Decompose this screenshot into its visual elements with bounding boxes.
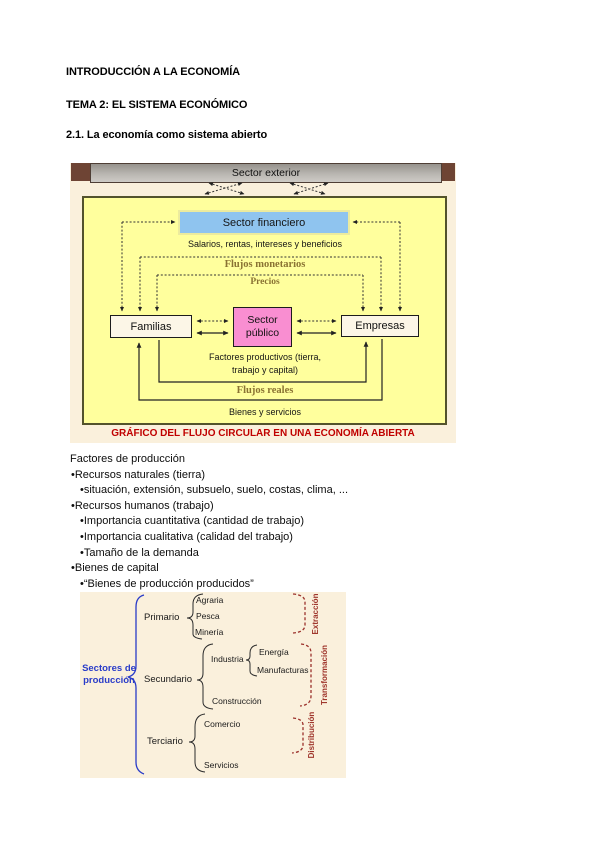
- servicios-label: Servicios: [204, 760, 239, 770]
- comercio-label: Comercio: [204, 719, 241, 729]
- list-item: Recursos naturales (tierra): [71, 468, 510, 484]
- label-flujos-monetarios: Flujos monetarios: [224, 259, 306, 270]
- label-factores-line2: trabajo y capital): [231, 365, 299, 375]
- list-item: Recursos humanos (trabajo): [71, 499, 510, 515]
- label-flujos-reales: Flujos reales: [236, 385, 294, 396]
- braces-and-brackets: [127, 593, 312, 775]
- sector-publico-box: Sector público: [233, 307, 292, 347]
- energia-label: Energía: [259, 647, 289, 657]
- list-title: Factores de producción: [70, 453, 185, 465]
- list-item: situación, extensión, subsuelo, suelo, c…: [80, 483, 510, 499]
- distribucion-label: Distribución: [307, 711, 316, 759]
- construccion-label: Construcción: [212, 696, 262, 706]
- label-precios: Precios: [250, 277, 280, 287]
- frame-right-accent: [442, 163, 455, 181]
- frame-left-accent: [71, 163, 90, 181]
- flow-diagram: Sector exterior: [70, 163, 456, 443]
- mineria-label: Minería: [195, 627, 224, 637]
- terciario-label: Terciario: [147, 736, 183, 747]
- label-factores-line1: Factores productivos (tierra,: [208, 352, 322, 362]
- label-factores-productivos: Factores productivos (tierra, trabajo y …: [130, 351, 400, 377]
- list-item: Tamaño de la demanda: [80, 546, 510, 562]
- label-salarios: Salarios, rentas, intereses y beneficios: [187, 239, 343, 249]
- transformacion-label: Transformación: [320, 645, 329, 706]
- sector-publico-label-2: público: [245, 327, 280, 339]
- doc-section: 2.1. La economía como sistema abierto: [66, 129, 268, 141]
- manufacturas-label: Manufacturas: [257, 665, 309, 675]
- sector-exterior-label: Sector exterior: [231, 167, 301, 179]
- doc-subtitle: TEMA 2: EL SISTEMA ECONÓMICO: [66, 99, 248, 111]
- sector-exterior-bar: Sector exterior: [90, 163, 442, 183]
- agraria-label: Agraria: [196, 595, 224, 605]
- figure-caption: GRÁFICO DEL FLUJO CIRCULAR EN UNA ECONOM…: [111, 428, 415, 439]
- familias-box: Familias: [110, 315, 192, 338]
- flow-arrows: [120, 182, 402, 401]
- factores-list: Factores de producción Recursos naturale…: [70, 452, 510, 592]
- empresas-box: Empresas: [341, 315, 419, 337]
- doc-title: INTRODUCCIÓN A LA ECONOMÍA: [66, 66, 241, 78]
- sectores-label-line2: producción: [83, 675, 135, 686]
- sector-publico-label-1: Sector: [247, 314, 278, 326]
- empresas-label: Empresas: [355, 320, 405, 332]
- secundario-label: Secundario: [144, 674, 193, 685]
- sectores-label-line1: Sectores de: [82, 663, 136, 674]
- extraccion-label: Extracción: [311, 593, 320, 635]
- sectores-label: Sectores de producción: [80, 663, 138, 687]
- familias-label: Familias: [130, 320, 172, 333]
- list-item: Importancia cuantitativa (cantidad de tr…: [80, 514, 510, 530]
- label-bienes-servicios: Bienes y servicios: [228, 407, 302, 417]
- sectores-diagram: Sectores de producción Primario Agraria …: [80, 592, 346, 778]
- list-item: Bienes de capital: [71, 561, 510, 577]
- list-item: Importancia cualitativa (calidad del tra…: [80, 530, 510, 546]
- sector-financiero-box: Sector financiero: [178, 210, 350, 235]
- industria-label: Industria: [211, 654, 244, 664]
- sector-financiero-label: Sector financiero: [222, 216, 306, 229]
- pesca-label: Pesca: [196, 611, 220, 621]
- list-item: “Bienes de producción producidos”: [80, 577, 510, 593]
- primario-label: Primario: [144, 612, 180, 623]
